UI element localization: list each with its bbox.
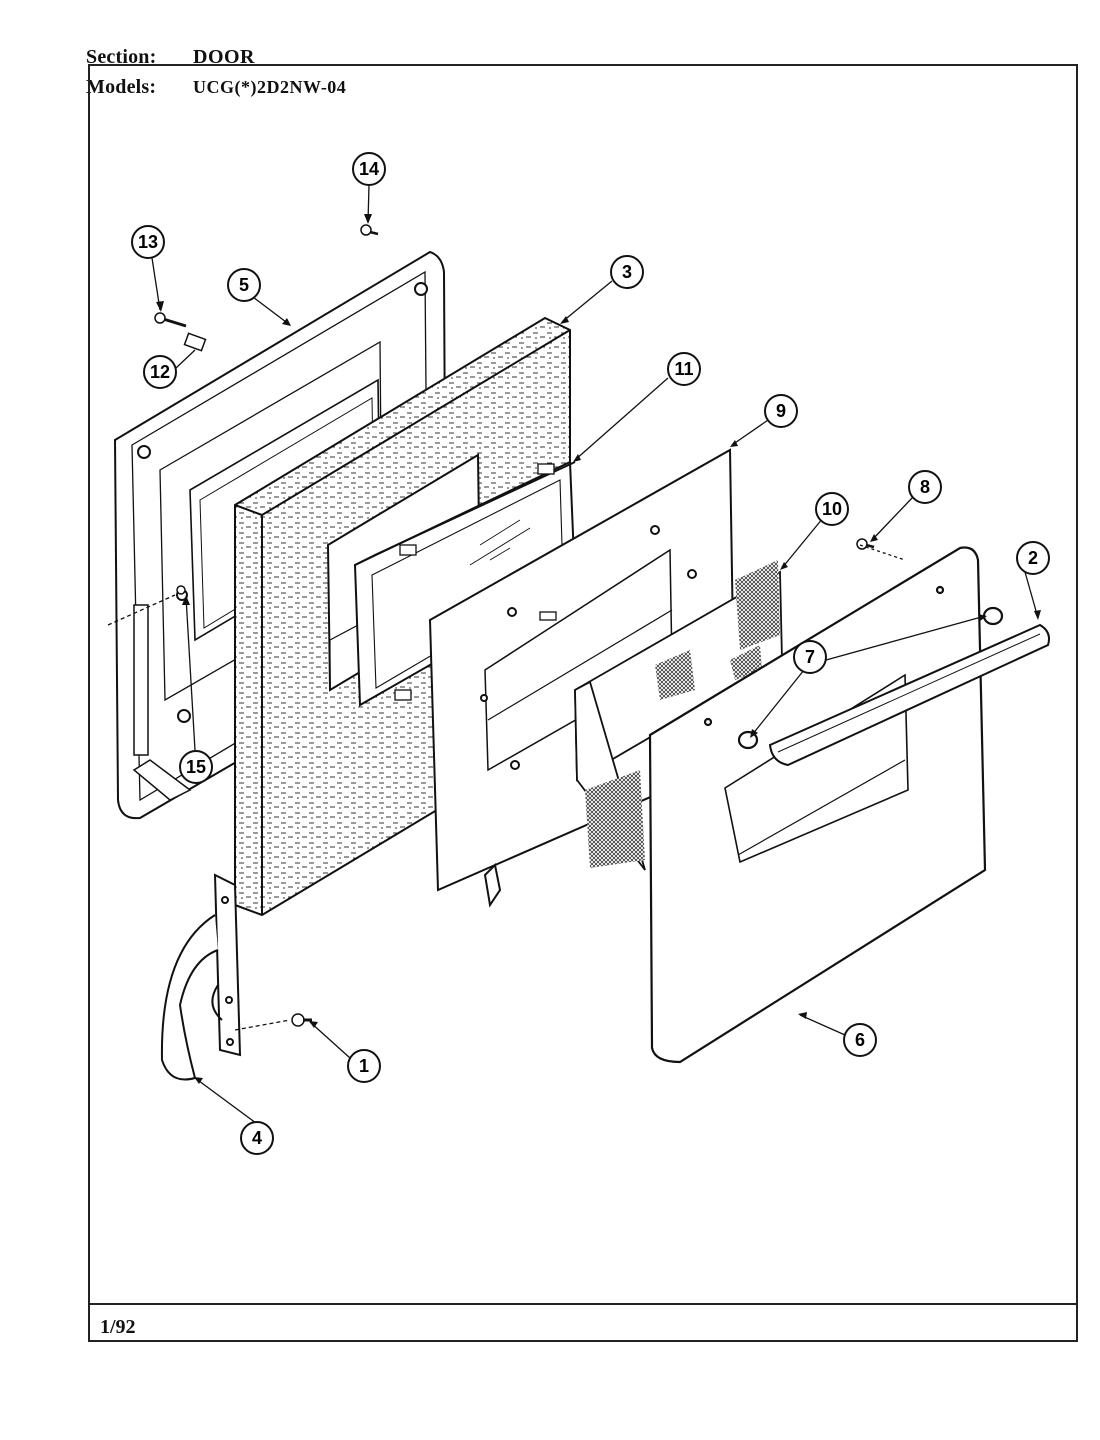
- callout-11: 11: [667, 352, 701, 386]
- svg-text:14: 14: [359, 159, 379, 179]
- screw-13: [154, 312, 187, 328]
- callout-15: 15: [179, 750, 213, 784]
- svg-text:6: 6: [855, 1030, 865, 1050]
- callout-2: 2: [1016, 541, 1050, 575]
- screw-8: [856, 538, 875, 550]
- svg-text:13: 13: [138, 232, 158, 252]
- svg-text:3: 3: [622, 262, 632, 282]
- callouts: 14 13 5 12 3 11 9 8 10 2 7 15 1 4 6: [131, 152, 1050, 1155]
- svg-text:15: 15: [186, 757, 206, 777]
- callout-9: 9: [764, 394, 798, 428]
- callout-8: 8: [908, 470, 942, 504]
- door-hinge: [160, 873, 242, 1081]
- screw-14: [360, 224, 379, 236]
- screw-15: [176, 585, 186, 595]
- door-baffle-mesh: [574, 560, 783, 871]
- svg-text:5: 5: [239, 275, 249, 295]
- callout-4: 4: [240, 1121, 274, 1155]
- callout-1: 1: [347, 1049, 381, 1083]
- section-label: Section:: [86, 46, 157, 68]
- svg-text:1: 1: [359, 1056, 369, 1076]
- svg-text:12: 12: [150, 362, 170, 382]
- callout-5: 5: [227, 268, 261, 302]
- callout-14: 14: [352, 152, 386, 186]
- section-value: DOOR: [193, 46, 255, 68]
- models-label: Models:: [86, 76, 157, 98]
- screw-1: [291, 1013, 312, 1027]
- leader-lines: [107, 184, 1039, 1124]
- svg-text:8: 8: [920, 477, 930, 497]
- models-value: UCG(*)2D2NW-04: [193, 77, 347, 97]
- callout-10: 10: [815, 492, 849, 526]
- callout-12: 12: [143, 355, 177, 389]
- svg-text:9: 9: [776, 401, 786, 421]
- callout-13: 13: [131, 225, 165, 259]
- svg-text:7: 7: [805, 647, 815, 667]
- diagram-frame: [88, 64, 1078, 1342]
- callout-6: 6: [843, 1023, 877, 1057]
- leader-arrowheads: [156, 214, 1041, 1084]
- callout-3: 3: [610, 255, 644, 289]
- svg-text:2: 2: [1028, 548, 1038, 568]
- callout-7: 7: [793, 640, 827, 674]
- svg-text:11: 11: [674, 359, 693, 379]
- fasteners: [154, 224, 875, 1027]
- footer-date-code: 1/92: [100, 1316, 136, 1338]
- door-handle: [768, 623, 1050, 767]
- spacer-12: [183, 332, 207, 352]
- svg-text:4: 4: [252, 1128, 262, 1148]
- footer-divider: [88, 1303, 1078, 1305]
- svg-text:10: 10: [822, 499, 842, 519]
